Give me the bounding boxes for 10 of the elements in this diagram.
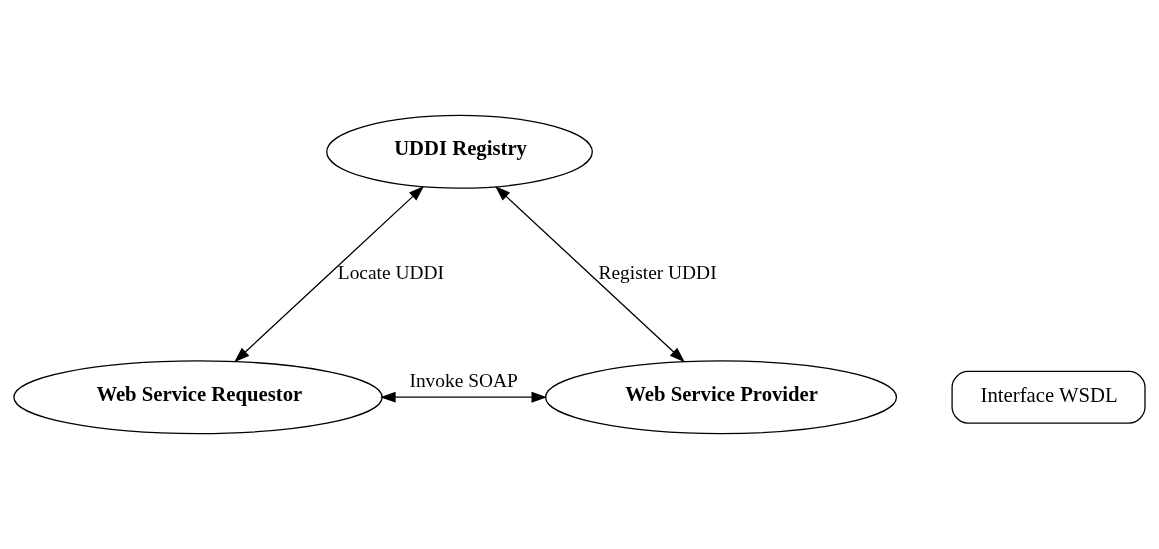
node-ellipse: UDDI Registry [326,114,593,189]
node-box: Interface WSDL [951,370,1146,424]
arrow [234,186,425,363]
arrow [380,391,548,403]
node-ellipse: Web Service Requestor [13,360,383,435]
node-ellipse: Web Service Provider [544,360,898,435]
edge-label: Register UDDI [598,262,717,284]
edge-label: Invoke SOAP [409,369,518,391]
arrow [495,186,685,363]
edge-label: Locate UDDI [337,262,444,284]
